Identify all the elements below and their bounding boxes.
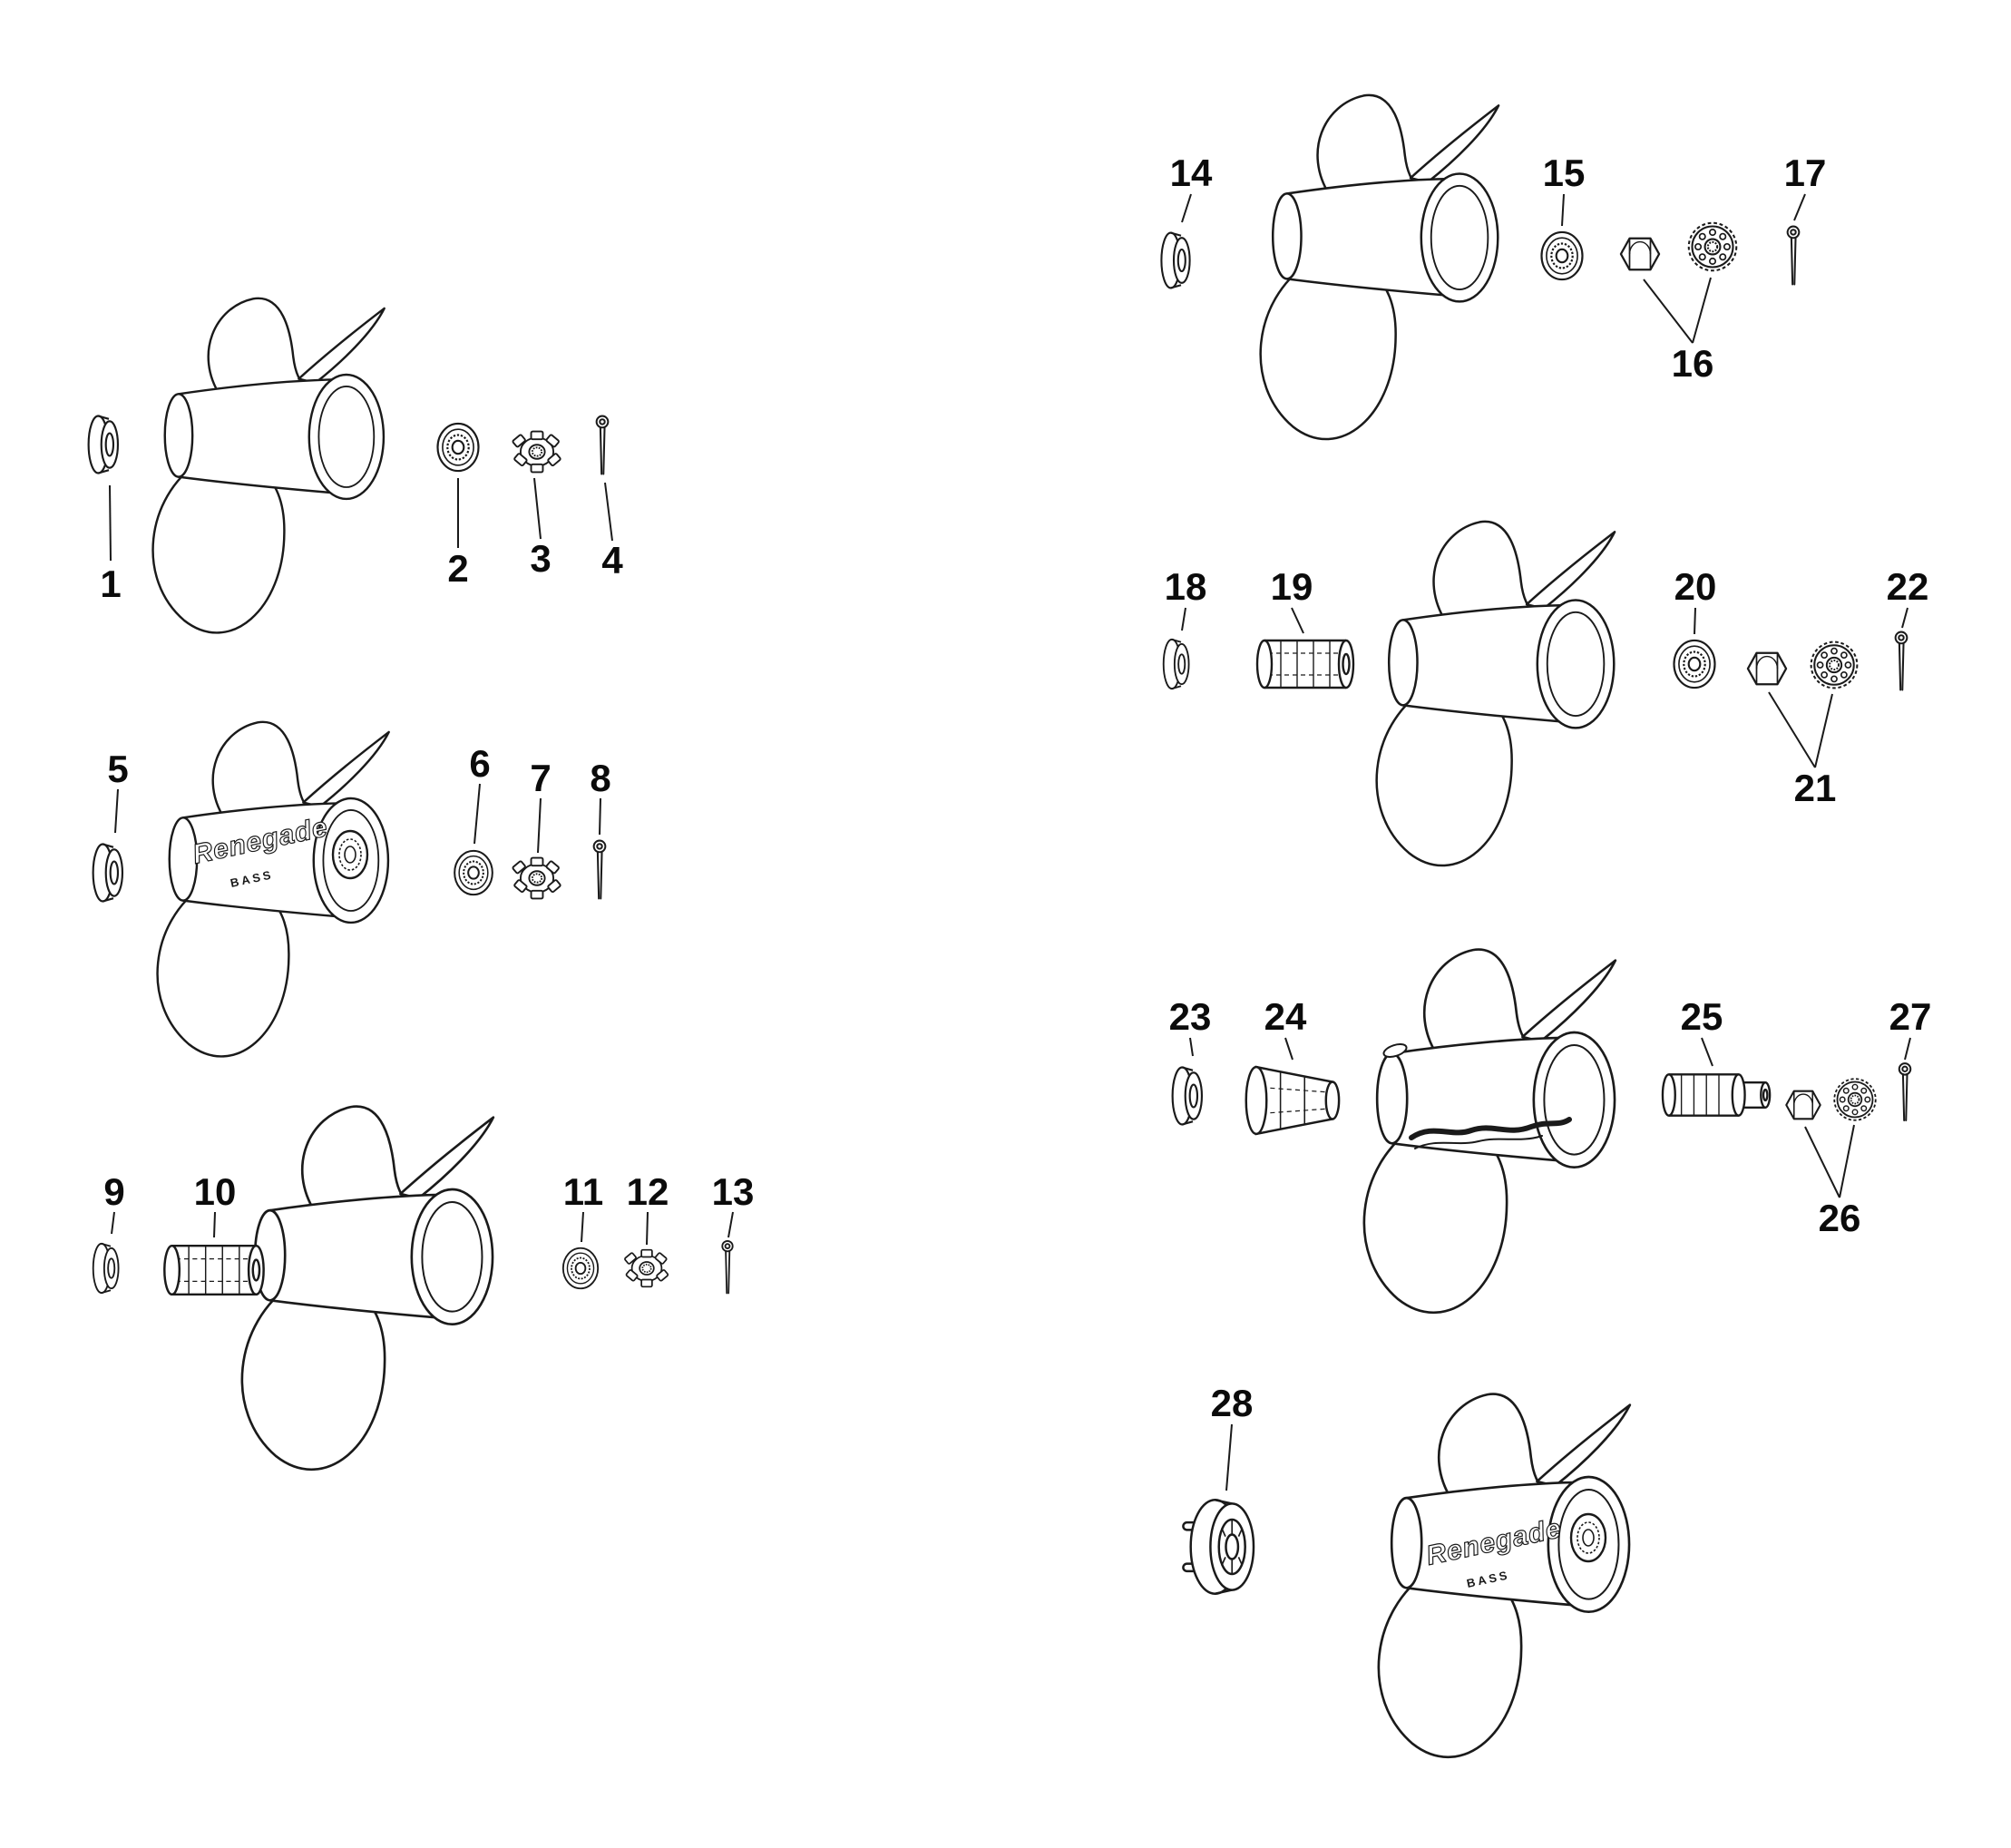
callout-2: 2	[447, 547, 469, 590]
part-2-spline-washer	[436, 422, 480, 473]
part-10-spacer-sleeve	[163, 1244, 265, 1296]
part-1-thrust-washer	[87, 415, 120, 474]
callout-9: 9	[103, 1170, 125, 1213]
part-28-drive-hub	[1182, 1499, 1255, 1595]
part-16-hex-nut	[1619, 237, 1661, 271]
part-5-thrust-washer	[92, 843, 124, 903]
propeller-illustration-6	[1362, 948, 1617, 1315]
callout-5: 5	[107, 748, 129, 790]
callout-7: 7	[530, 757, 552, 799]
part-11-spline-washer	[561, 1247, 600, 1290]
spline-hub	[331, 829, 369, 880]
part-3-spider-washer	[511, 430, 562, 474]
callout-28: 28	[1210, 1382, 1254, 1424]
part-6-spline-washer	[454, 849, 493, 896]
callout-16: 16	[1671, 342, 1714, 385]
part-9-thrust-washer	[92, 1242, 120, 1295]
callout-8: 8	[590, 757, 611, 799]
part-22-cotter-pin	[1894, 631, 1908, 691]
part-24-cone-spacer	[1245, 1065, 1341, 1136]
leader-lines	[109, 193, 1911, 1491]
callout-27: 27	[1889, 995, 1932, 1038]
part-26-drive-washer	[1833, 1078, 1877, 1121]
propeller-illustration-3	[240, 1105, 495, 1472]
part-19-spacer-sleeve	[1255, 639, 1355, 689]
callout-17: 17	[1783, 152, 1827, 194]
propeller-illustration-5	[1375, 520, 1616, 867]
callout-24: 24	[1264, 995, 1307, 1038]
propeller-illustration-4	[1259, 93, 1500, 441]
part-27-cotter-pin	[1898, 1062, 1912, 1122]
callout-6: 6	[469, 742, 491, 785]
callout-3: 3	[530, 537, 552, 580]
callout-1: 1	[100, 562, 122, 605]
callout-15: 15	[1542, 152, 1586, 194]
callout-23: 23	[1168, 995, 1212, 1038]
part-25-spline-sleeve	[1661, 1073, 1772, 1117]
part-15-spline-washer	[1540, 230, 1584, 281]
part-21-hex-nut	[1746, 651, 1788, 686]
part-23-thrust-washer	[1171, 1066, 1204, 1126]
part-14-thrust-washer	[1160, 231, 1191, 289]
part-26-hex-nut	[1785, 1090, 1821, 1120]
callout-25: 25	[1680, 995, 1723, 1038]
part-12-spider-washer	[623, 1248, 669, 1288]
callout-26: 26	[1818, 1197, 1861, 1239]
propeller-illustration-2-renegade	[156, 720, 391, 1058]
callout-10: 10	[193, 1170, 237, 1213]
part-20-spline-washer	[1673, 639, 1716, 689]
part-4-cotter-pin	[595, 415, 610, 475]
callout-18: 18	[1164, 565, 1207, 608]
callout-19: 19	[1270, 565, 1313, 608]
callout-21: 21	[1793, 767, 1837, 809]
part-8-cotter-pin	[592, 839, 607, 900]
part-13-cotter-pin	[721, 1239, 734, 1295]
part-18-thrust-washer	[1162, 638, 1190, 690]
part-16-drive-washer	[1687, 221, 1738, 272]
callout-22: 22	[1886, 565, 1929, 608]
callout-14: 14	[1169, 152, 1213, 194]
part-21-drive-washer	[1810, 640, 1859, 689]
spline-hub	[1569, 1512, 1607, 1563]
callout-4: 4	[601, 539, 623, 582]
callout-12: 12	[626, 1170, 669, 1213]
callout-11: 11	[562, 1170, 604, 1213]
callout-13: 13	[711, 1170, 755, 1213]
hub-logo-script	[1382, 1043, 1572, 1149]
propeller-illustration-1	[151, 297, 386, 634]
part-17-cotter-pin	[1786, 225, 1801, 286]
callout-20: 20	[1674, 565, 1717, 608]
part-7-spider-washer	[511, 856, 562, 900]
